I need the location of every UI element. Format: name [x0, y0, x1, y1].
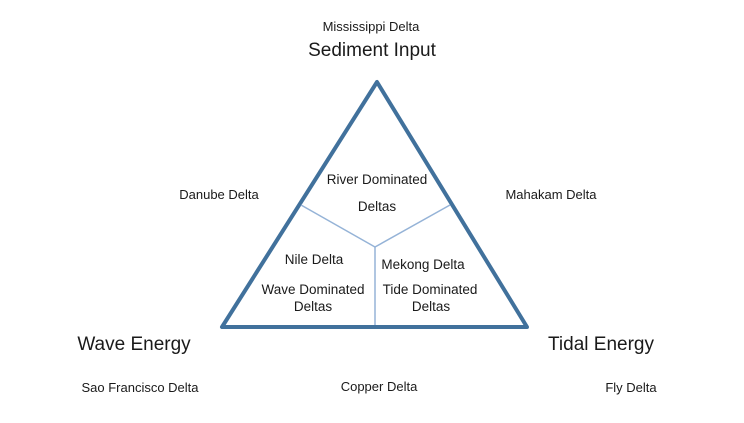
region-wave-dominated-line2: Deltas — [293, 299, 333, 314]
divider-line-left — [300, 204, 376, 248]
axis-tidal-energy: Tidal Energy — [548, 334, 654, 355]
region-tide-dominated-line2: Deltas — [411, 299, 451, 314]
axis-sediment-input: Sediment Input — [308, 40, 436, 61]
example-copper-delta: Copper Delta — [340, 379, 418, 394]
example-mekong-delta: Mekong Delta — [381, 257, 465, 272]
region-wave-dominated-line1: Wave Dominated — [261, 282, 365, 297]
triangle-outline — [220, 80, 529, 329]
axis-wave-energy: Wave Energy — [77, 334, 191, 355]
example-sao-francisco-delta: Sao Francisco Delta — [81, 380, 199, 395]
region-river-dominated-line1: River Dominated — [326, 172, 428, 187]
example-fly-delta: Fly Delta — [605, 380, 657, 395]
region-river-dominated-line2: Deltas — [357, 199, 397, 214]
divider-line-right — [374, 204, 451, 248]
example-nile-delta: Nile Delta — [284, 252, 344, 267]
example-mahakam-delta: Mahakam Delta — [505, 187, 597, 202]
example-mississippi-delta: Mississippi Delta — [322, 19, 420, 34]
region-tide-dominated-line1: Tide Dominated — [382, 282, 478, 297]
example-danube-delta: Danube Delta — [179, 187, 259, 202]
